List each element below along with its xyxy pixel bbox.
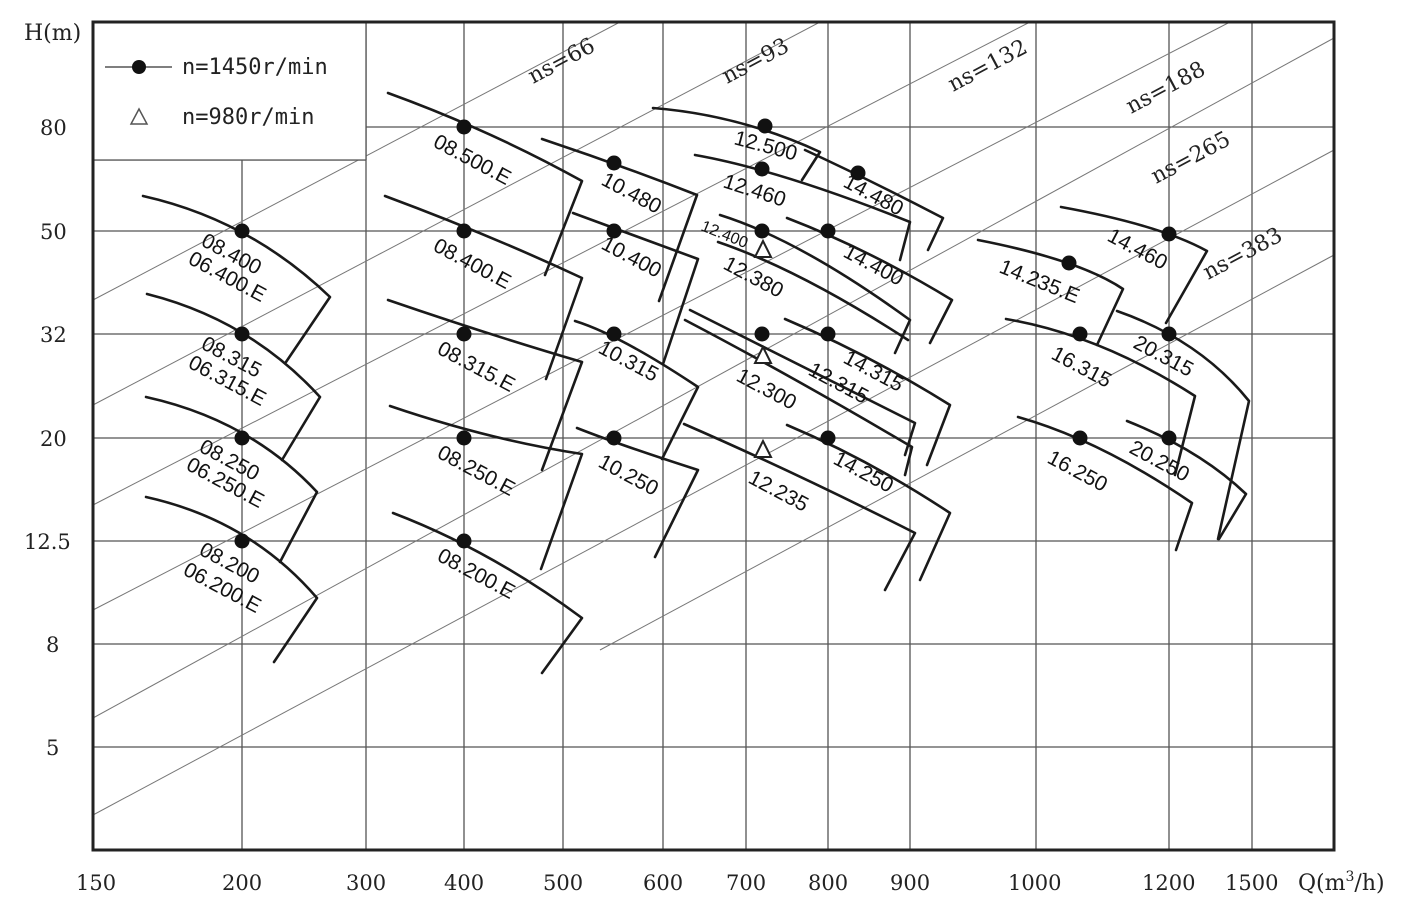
x-tick-labels: 150 200 300 400 500 600 700 800 900 1000… [76,871,1278,895]
operating-point [234,430,250,446]
x-tick: 700 [726,871,766,895]
x-tick: 150 [76,871,116,895]
operating-point [1061,255,1077,271]
legend-item-1450: n=1450r/min [182,55,328,80]
operating-point [456,326,472,342]
pump-label: 14.480 [840,170,908,220]
y-tick: 32 [40,323,67,347]
x-tick: 400 [444,871,484,895]
legend: n=1450r/min n=980r/min [93,22,367,161]
ns-label: ns=66 [524,33,599,89]
y-tick: 12.5 [24,530,71,554]
legend-item-980: n=980r/min [182,105,314,130]
operating-point [820,223,836,239]
operating-point [456,430,472,446]
y-axis-title: H(m) [24,21,81,46]
operating-point [754,326,770,342]
operating-point [754,223,770,239]
pump-labels: 08.400 06.400.E 08.315 06.315.E 08.250 0… [180,127,1198,618]
pump-label: 08.200.E [434,544,519,604]
pump-label: 10.480 [598,168,666,218]
y-tick: 50 [40,220,67,244]
operating-point-980 [753,344,773,364]
x-tick: 200 [222,871,262,895]
operating-point [1161,226,1177,242]
pump-label: 10.400 [598,232,666,282]
x-tick: 600 [643,871,683,895]
operating-point [757,118,773,134]
operating-point [754,161,770,177]
x-axis-title: Q(m3/h) [1298,869,1385,896]
x-tick: 1000 [1008,871,1061,895]
operating-point [1072,326,1088,342]
x-tick: 1500 [1225,871,1278,895]
ns-label: ns=188 [1122,57,1210,119]
pump-label: 12.235 [745,466,813,516]
ns-label: ns=383 [1199,223,1287,285]
open-triangle-marker-icon [129,107,149,125]
x-tick: 500 [543,871,583,895]
y-tick-labels: 80 50 32 20 12.5 8 5 [24,116,71,760]
pump-label: 16.315 [1048,342,1116,392]
pump-label: 16.250 [1044,446,1112,496]
operating-point [1161,430,1177,446]
operating-point [850,165,866,181]
pump-label: 12.380 [720,252,788,302]
operating-point [456,119,472,135]
y-tick: 5 [46,736,59,760]
x-tick: 1200 [1142,871,1195,895]
ns-label: ns=93 [718,33,793,89]
operating-point-980 [753,438,773,458]
x-tick: 300 [346,871,386,895]
filled-circle-marker-icon [132,60,146,74]
plot-frame [91,20,1336,852]
pump-label: 12.300 [733,364,801,414]
pump-curves [141,91,1251,675]
operating-point [234,223,250,239]
operating-point [1161,326,1177,342]
pump-label: 14.250 [830,447,898,497]
operating-point [606,155,622,171]
operating-point [820,430,836,446]
operating-point [456,533,472,549]
y-tick: 8 [46,633,59,657]
y-tick: 80 [40,116,67,140]
pump-label: 08.315.E [434,337,519,397]
operating-point [606,430,622,446]
specific-speed-lines [93,22,1334,816]
pump-label: 14.400 [840,240,908,290]
x-tick: 900 [890,871,930,895]
x-tick: 800 [808,871,848,895]
pump-label: 10.250 [595,450,663,500]
operating-point [234,533,250,549]
operating-point [820,326,836,342]
operating-point [606,326,622,342]
markers-1450 [234,118,1177,549]
pump-label: 08.250.E [434,441,519,501]
operating-point-980 [753,238,773,258]
markers-980 [753,238,773,458]
operating-point [606,223,622,239]
operating-point [1072,430,1088,446]
operating-point [234,326,250,342]
ns-label: ns=265 [1147,127,1235,189]
operating-point [456,223,472,239]
y-tick: 20 [40,427,67,451]
